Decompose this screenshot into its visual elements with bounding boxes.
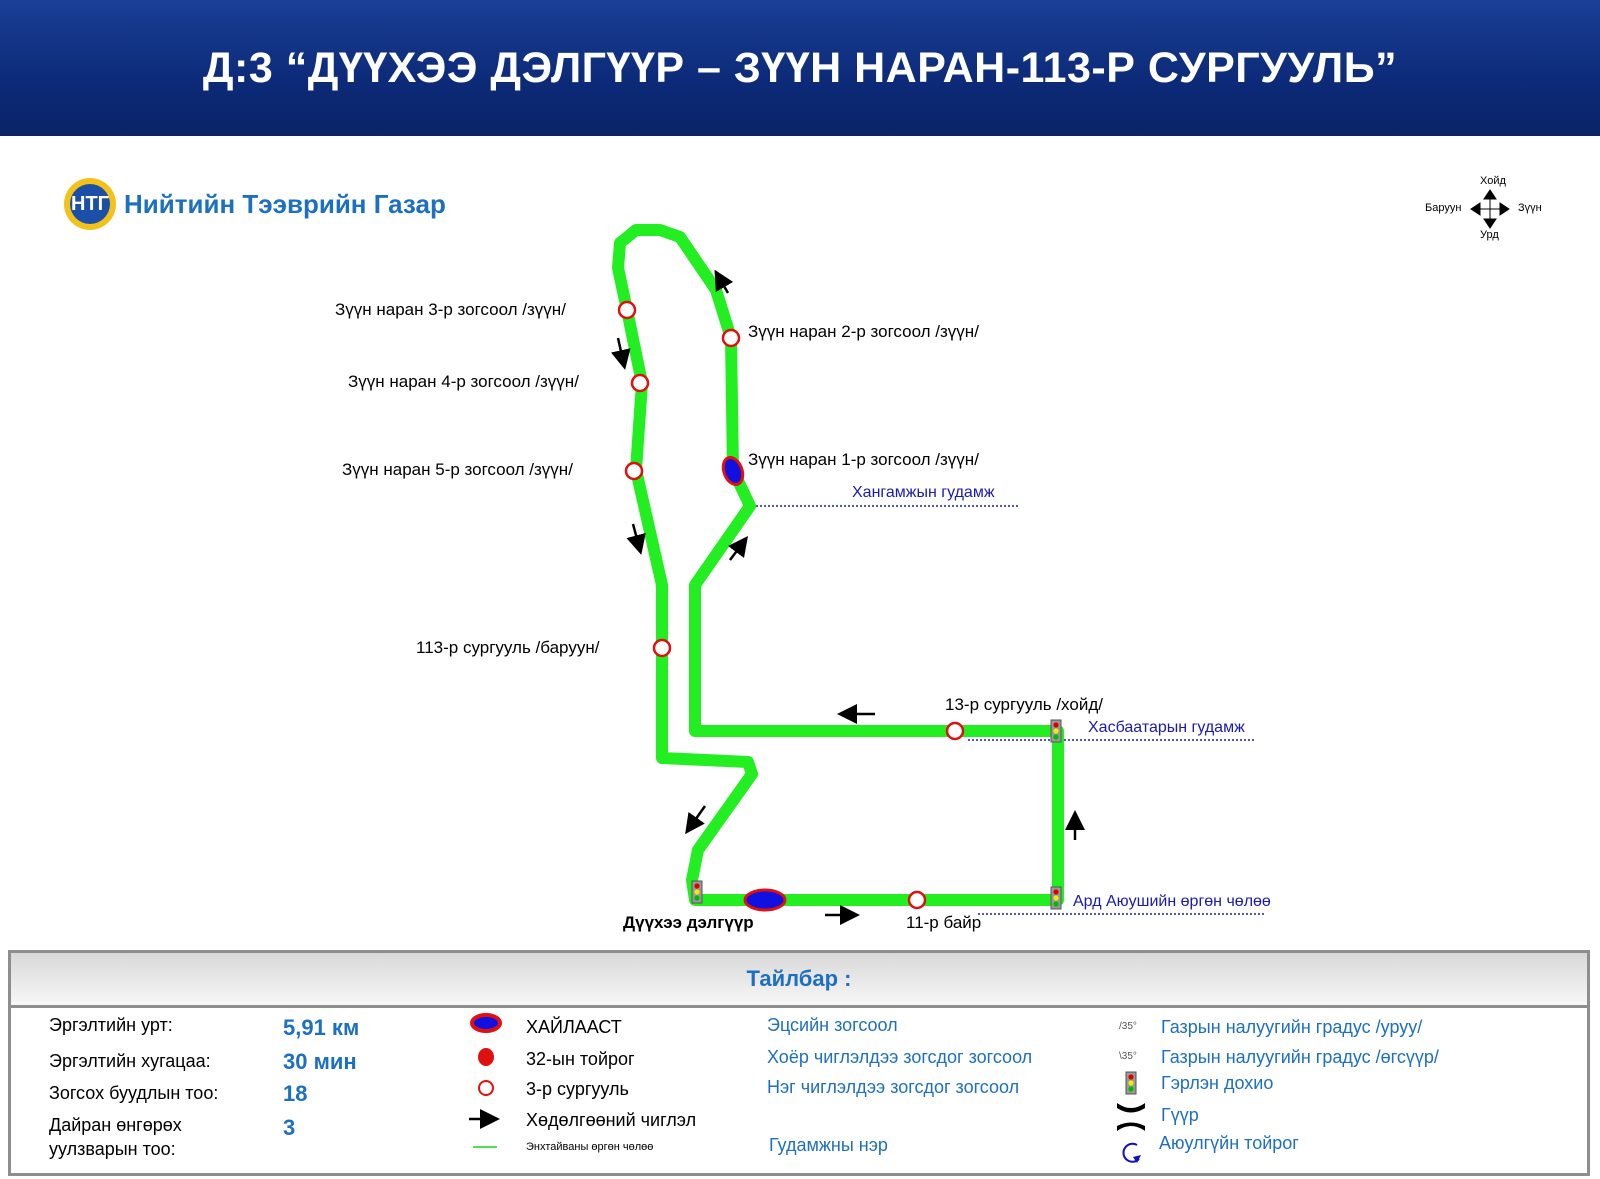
stop-label: Зүүн наран 3-р зогсоол /зүүн/: [335, 300, 566, 319]
stat-label: Эргэлтийн хугацаа:: [49, 1051, 211, 1071]
legend-other: Гэрлэн дохио: [1161, 1073, 1274, 1093]
stat-value: 3: [283, 1115, 296, 1140]
stat-label: уулзварын тоо:: [49, 1139, 176, 1159]
legend-other: Аюулгүйн тойрог: [1159, 1133, 1299, 1153]
compass-north: Хойд: [1480, 175, 1506, 187]
slope-up-icon: \35°: [1119, 1051, 1137, 1062]
legend-symbols: [469, 1013, 502, 1148]
stat-value: 30 мин: [283, 1049, 357, 1074]
stat-label: Эргэлтийн урт:: [49, 1015, 173, 1035]
traffic-light-icon: [1125, 1071, 1137, 1095]
legend-stop-type: Нэг чиглэлдээ зогсдог зогсоол: [767, 1077, 1020, 1097]
stop-label: 11-р байр: [906, 913, 982, 932]
filled-stop-icon: [478, 1048, 494, 1066]
roundabout-icon: [1122, 1142, 1140, 1163]
street-lines: [752, 505, 1265, 915]
legend-item: Хөдөлгөөний чиглэл: [526, 1110, 697, 1130]
compass-west: Баруун: [1425, 202, 1462, 214]
logo-text: Нийтийн Тээврийн Газар: [124, 188, 446, 219]
stop-icon: [478, 1080, 494, 1096]
legend-stop-type: Хоёр чиглэлдээ зогсдог зогсоол: [767, 1047, 1033, 1067]
legend-item: Энхтайваны өргөн чөлөө: [526, 1141, 654, 1153]
compass-icon: [1470, 189, 1510, 229]
legend-other: Газрын налуугийн градус /өгсүүр/: [1161, 1047, 1439, 1067]
stop-markers: [617, 300, 965, 910]
legend-item: 32-ын тойрог: [526, 1049, 635, 1069]
stat-value: 5,91 км: [283, 1015, 360, 1040]
legend-item: 3-р сургууль: [526, 1079, 629, 1099]
logo: НТГ Нийтийн Тээврийн Газар: [64, 178, 446, 230]
stop-label: Зүүн наран 1-р зогсоол /зүүн/: [748, 450, 979, 469]
legend-other: Гүүр: [1161, 1105, 1199, 1125]
slope-down-icon: /35°: [1119, 1021, 1137, 1032]
legend-stop-type: Эцсийн зогсоол: [767, 1015, 898, 1035]
legend-other: Газрын налуугийн градус /уруу/: [1161, 1017, 1423, 1037]
stop-label: Зүүн наран 2-р зогсоол /зүүн/: [748, 322, 979, 341]
page-title: Д:3 “ДҮҮХЭЭ ДЭЛГҮҮР – ЗҮҮН НАРАН-113-Р С…: [202, 43, 1398, 92]
stop-label: 13-р сургууль /хойд/: [945, 695, 1103, 714]
stop-label: 113-р сургууль /баруун/: [416, 638, 600, 657]
route-line: [612, 224, 1064, 906]
legend-panel: Тайлбар : Эргэлтийн урт: 5,91 км Эргэлти…: [8, 950, 1590, 1176]
legend-icons: [1117, 1071, 1145, 1163]
legend-item: ХАЙЛААСТ: [526, 1017, 622, 1037]
street-label: Хангамжын гудамж: [852, 484, 995, 501]
stat-label: Зогсох буудлын тоо:: [49, 1083, 219, 1103]
compass-south: Урд: [1480, 229, 1499, 241]
stat-value: 18: [283, 1081, 308, 1106]
traffic-light-icon: [1050, 886, 1062, 910]
legend-title: Тайлбар :: [11, 953, 1587, 1008]
legend-stop-type: Гудамжны нэр: [769, 1135, 888, 1155]
street-label: Хасбаатарын гудамж: [1088, 719, 1245, 736]
compass-east: Зүүн: [1518, 202, 1542, 214]
traffic-light-icon: [1050, 719, 1062, 743]
terminal-marker: [721, 455, 745, 487]
stat-label: Дайран өнгөрөх: [49, 1115, 182, 1135]
emblem-icon: НТГ: [64, 178, 116, 230]
stop-label: Зүүн наран 4-р зогсоол /зүүн/: [348, 372, 579, 391]
terminal-icon: [470, 1013, 502, 1033]
terminal-marker: [743, 888, 787, 912]
stop-label: Зүүн наран 5-р зогсоол /зүүн/: [342, 460, 573, 479]
direction-arrows: [610, 269, 1085, 925]
terminal-label: Дүүхээ дэлгүүр: [623, 913, 754, 932]
street-label: Ард Аюушийн өргөн чөлөө: [1073, 893, 1271, 910]
bridge-icon: [1117, 1103, 1145, 1131]
traffic-light-icon: [691, 880, 703, 904]
header-banner: Д:3 “ДҮҮХЭЭ ДЭЛГҮҮР – ЗҮҮН НАРАН-113-Р С…: [0, 0, 1600, 136]
